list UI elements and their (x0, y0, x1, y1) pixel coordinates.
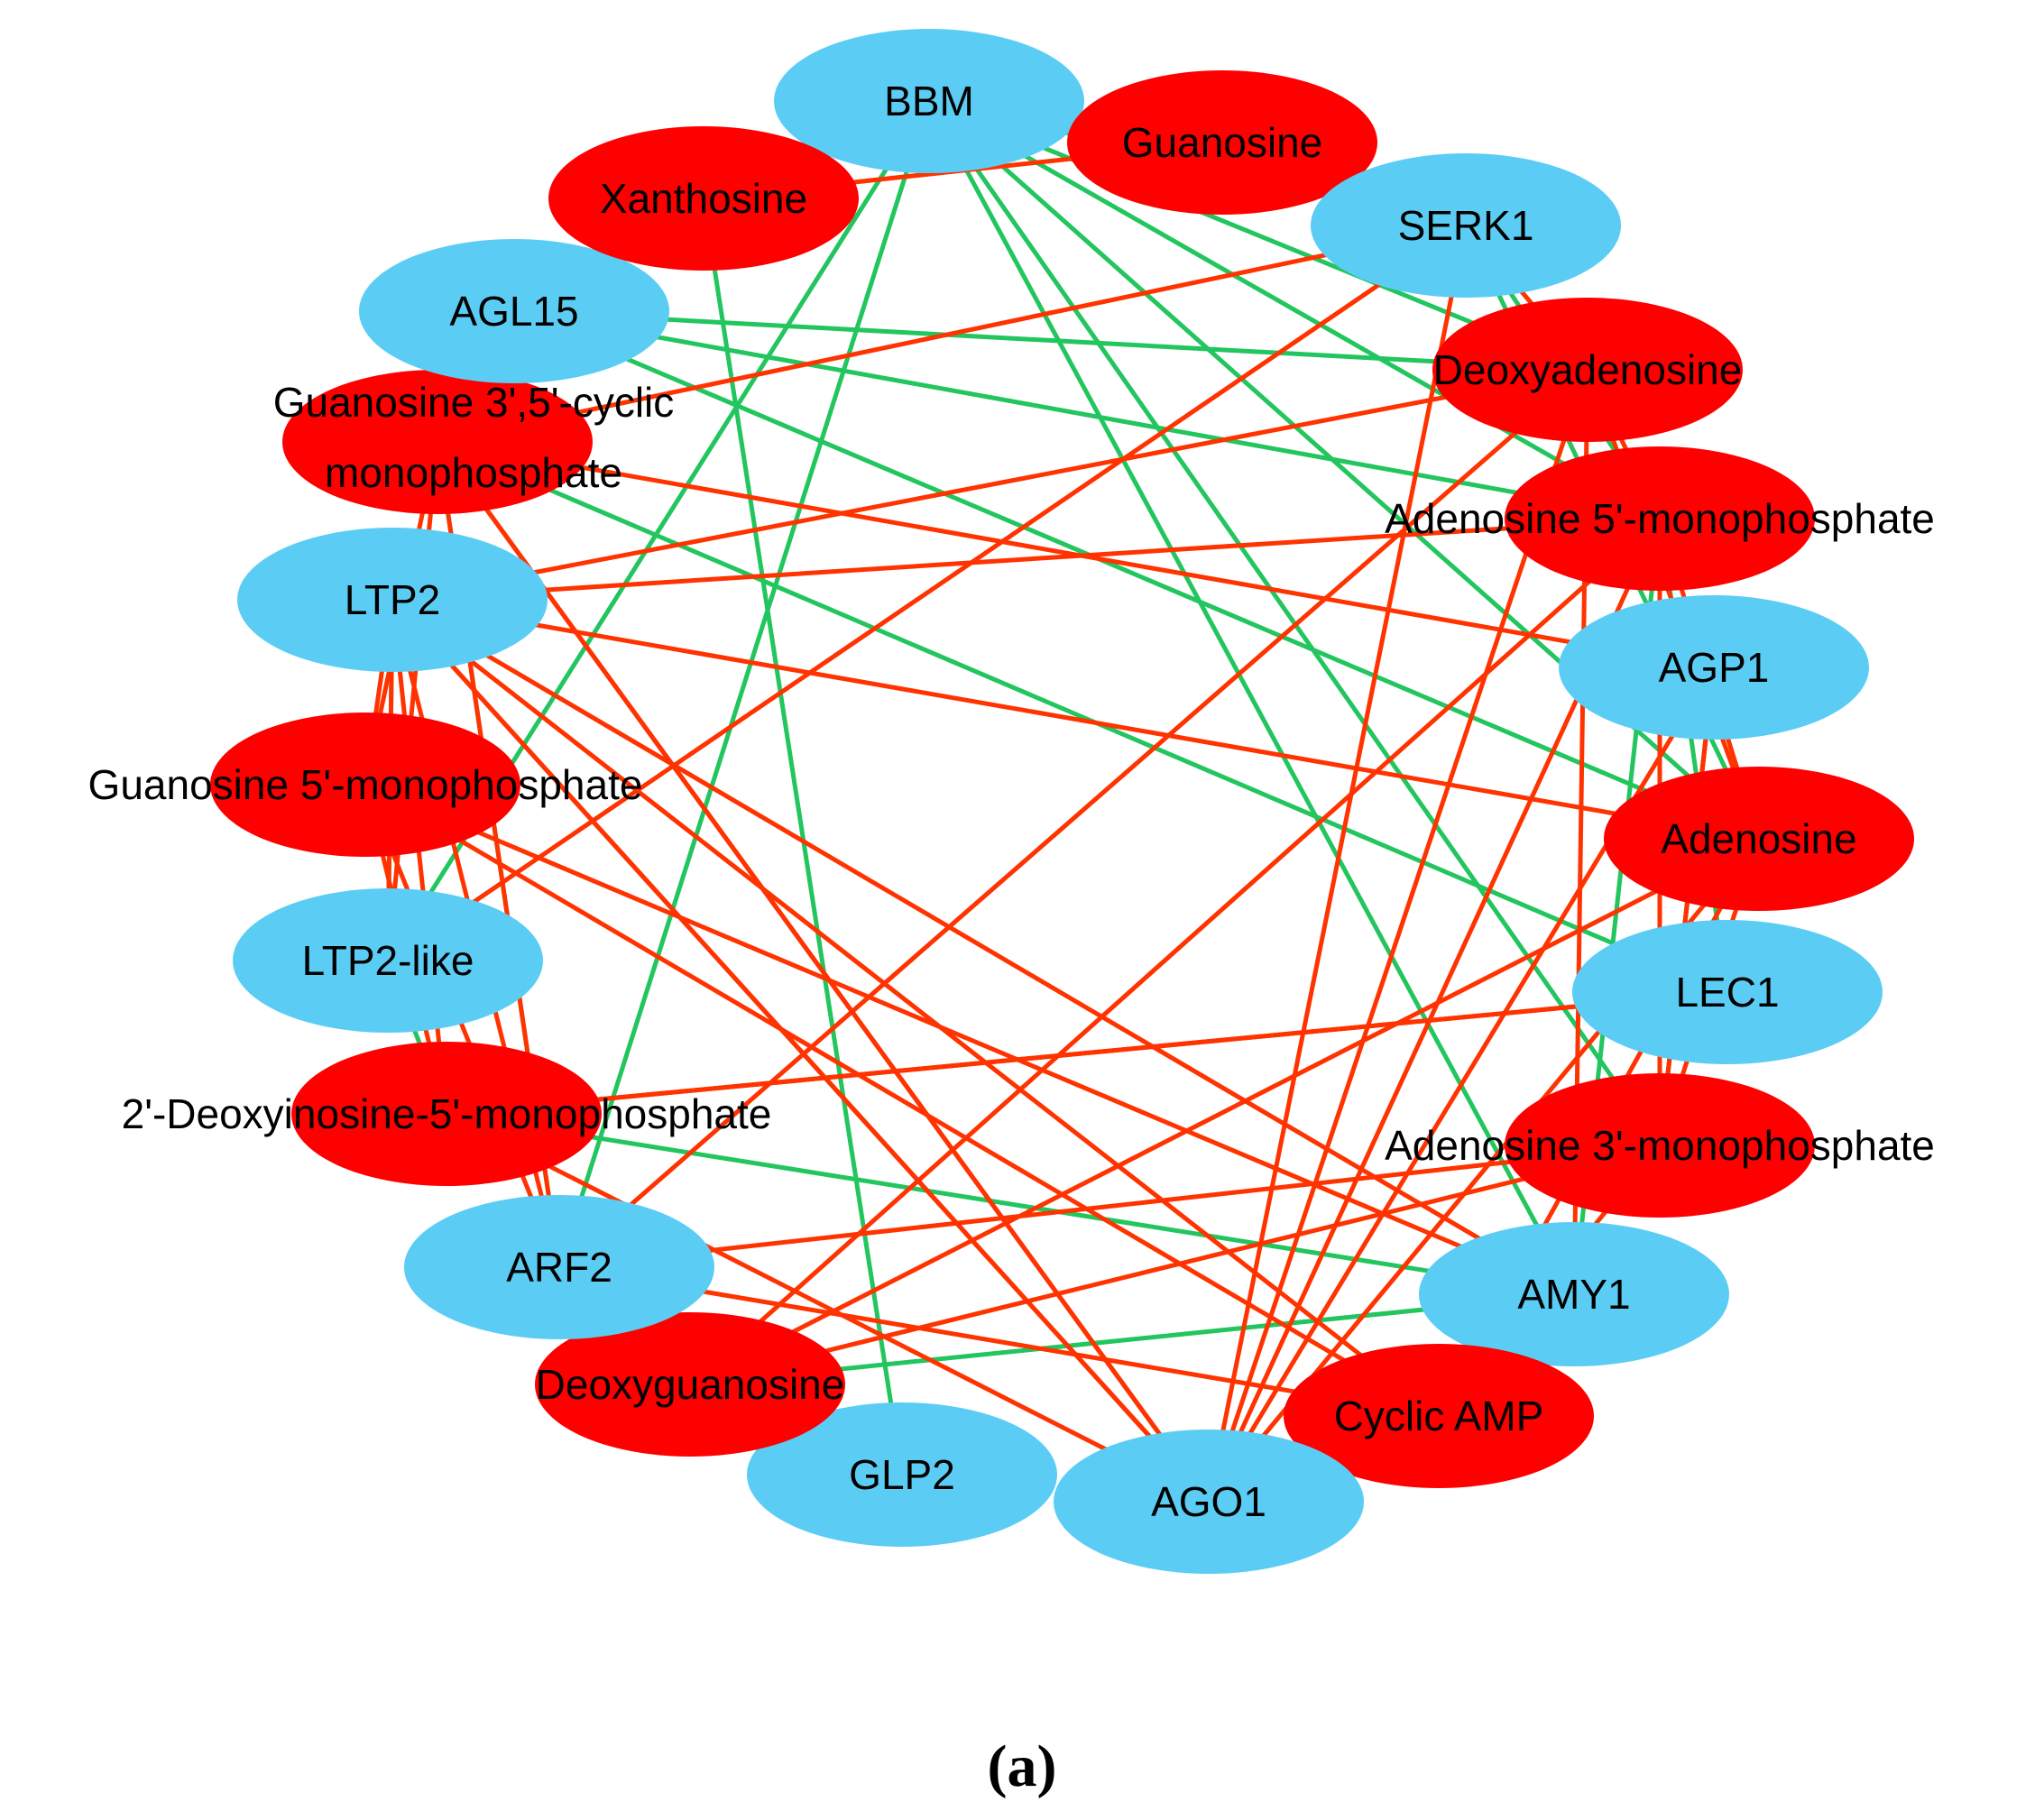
edge-camp-ltp2 (391, 598, 1441, 1418)
edge-bbm-amp5 (927, 98, 1662, 521)
edge-amy1-gmp5 (364, 782, 1575, 1297)
edge-bbm-arf2 (557, 100, 932, 1268)
node-label-adenosine: Adenosine (1661, 815, 1856, 862)
node-lec1[interactable] (1572, 920, 1883, 1064)
edge-amp3-agp1 (1657, 667, 1717, 1146)
edge-dimp-lec1 (446, 989, 1728, 1117)
labels-layer: BBM GuanosineSERK1DeoxyadenosineAdenosine… (88, 78, 1935, 1525)
node-agl15[interactable] (359, 239, 669, 383)
edge-amy1-ltp2 (391, 597, 1576, 1297)
node-label-amy1: AMY1 (1517, 1271, 1630, 1318)
edge-cgmp-lec1 (437, 439, 1728, 995)
edge-dimp-amy1 (446, 1111, 1575, 1297)
node-label-ago1: AGO1 (1151, 1478, 1266, 1525)
edge-bbm-amy1 (926, 99, 1577, 1296)
node-label-deoxyadenosine: Deoxyadenosine (1433, 346, 1743, 393)
node-adenosine[interactable] (1604, 767, 1914, 911)
edge-camp-arf2 (558, 1264, 1440, 1419)
node-label-xanthosine: Xanthosine (600, 175, 807, 222)
node-label-amp5: Adenosine 5'-monophosphate (1385, 495, 1935, 542)
node-amy1[interactable] (1419, 1222, 1729, 1366)
node-label-serk1: SERK1 (1398, 202, 1534, 249)
edges-layer (363, 98, 1762, 1504)
node-serk1[interactable] (1311, 153, 1621, 298)
node-label-dimp: 2'-Deoxyinosine-5'-monophosphate (122, 1090, 772, 1137)
node-label-ltp2like: LTP2-like (302, 937, 474, 984)
edge-adenosine-ltp2 (391, 597, 1760, 841)
node-label-bbm: BBM (884, 78, 974, 124)
node-label-lec1: LEC1 (1675, 969, 1779, 1016)
node-amp5[interactable] (1505, 446, 1815, 591)
node-label-amp3: Adenosine 3'-monophosphate (1385, 1122, 1935, 1169)
edge-ltp2-ago1 (391, 598, 1211, 1503)
edge-glp2-xanthosine (701, 198, 905, 1476)
node-ltp2like[interactable] (233, 888, 543, 1033)
node-label-gmp5: Guanosine 5'-monophosphate (88, 761, 643, 808)
node-gmp5[interactable] (210, 713, 520, 857)
node-bbm[interactable] (774, 29, 1084, 173)
edge-ltp2like-cgmp (385, 441, 440, 961)
node-deoxyadenosine[interactable] (1432, 298, 1743, 442)
node-guanosine[interactable] (1067, 70, 1377, 215)
node-glp2[interactable] (747, 1402, 1057, 1547)
node-label-guanosine: Guanosine (1122, 119, 1323, 166)
node-label-agl15: AGL15 (449, 288, 578, 335)
edge-serk1-ltp2like (386, 223, 1468, 963)
edge-amp5-deoxyguanosine (688, 517, 1662, 1386)
edge-camp-gmp5 (364, 782, 1441, 1419)
node-label-deoxyguanosine: Deoxyguanosine (536, 1361, 845, 1408)
edge-serk1-cgmp (437, 223, 1467, 445)
node-label-camp: Cyclic AMP (1334, 1393, 1544, 1439)
node-label-agp1: AGP1 (1659, 644, 1770, 691)
node-arf2[interactable] (404, 1195, 714, 1339)
edge-cgmp-ago1 (435, 440, 1211, 1503)
node-cgmp[interactable] (282, 370, 593, 514)
node-label-arf2: ARF2 (506, 1244, 612, 1291)
node-ago1[interactable] (1054, 1430, 1364, 1574)
nodes-layer (210, 29, 1914, 1574)
edge-agl15-deoxyadenosine (513, 308, 1588, 372)
edge-deoxyguanosine-adenosine (688, 836, 1761, 1387)
node-label-ltp2: LTP2 (345, 576, 441, 623)
edge-serk1-ago1 (1206, 225, 1469, 1503)
node-camp[interactable] (1284, 1344, 1594, 1488)
edge-deoxyadenosine-ago1 (1206, 369, 1590, 1503)
edge-ago1-dimp (445, 1111, 1211, 1504)
edge-deoxyadenosine-ltp2 (391, 367, 1588, 602)
edge-deoxyguanosine-amp3 (689, 1143, 1661, 1387)
node-deoxyguanosine[interactable] (535, 1312, 845, 1457)
node-label-glp2: GLP2 (849, 1451, 955, 1498)
edge-agl15-amp5 (513, 308, 1661, 521)
edge-amp3-arf2 (558, 1143, 1661, 1270)
node-agp1[interactable] (1559, 595, 1869, 740)
edge-amp5-ltp2 (391, 516, 1661, 602)
node-dimp[interactable] (291, 1042, 602, 1186)
edge-agp1-cgmp (437, 439, 1715, 670)
panel-label: (a) (988, 1733, 1057, 1799)
node-xanthosine[interactable] (548, 126, 859, 271)
node-ltp2[interactable] (237, 528, 548, 672)
edge-deoxyadenosine-arf2 (557, 368, 1589, 1269)
node-amp3[interactable] (1505, 1073, 1815, 1218)
